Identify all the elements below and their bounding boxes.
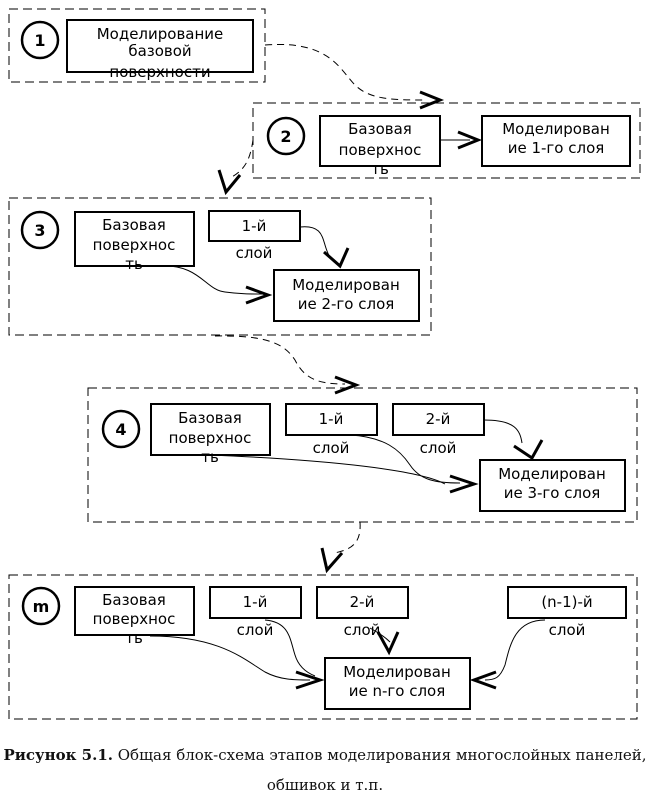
stage-3-frame: [8, 197, 432, 336]
stage-4-base-box: [150, 403, 271, 456]
arrow-m-layer1-to-model: [264, 619, 316, 677]
stage-m-model-text: ие n-го слоя: [349, 682, 446, 700]
arrow-3-base-to-model: [159, 265, 263, 295]
arrowhead-m-layer2: [376, 631, 400, 656]
stage-1-base-text: Моделирование: [97, 25, 224, 43]
stage-m-model-text: Моделирован: [343, 663, 451, 681]
stage-m-layer2-box: [316, 586, 409, 619]
stage-4-frame: [87, 387, 638, 523]
stage-2-model-box: [481, 115, 631, 167]
stage-m-layer2-label: слой: [344, 621, 381, 639]
stage-m-model-box: [324, 657, 471, 710]
stage-4-layer2-text: 2-й: [426, 410, 451, 428]
stage-2-number: 2: [280, 127, 291, 146]
stage-3-number-circle: [20, 210, 60, 250]
stage-2-base-box: [319, 115, 441, 167]
stage-3-base-box: [74, 211, 195, 267]
connector-1-to-2: [264, 43, 426, 101]
stage-3-layer1-label: слой: [236, 244, 273, 262]
stage-m-number: m: [33, 597, 50, 616]
stage-m-number-circle: [21, 586, 61, 626]
stage-2-number-circle: [266, 116, 306, 156]
stage-2-base-text: поверхнос: [339, 141, 422, 159]
figure-caption-text: Общая блок-схема этапов моделирования мн…: [112, 746, 647, 764]
stage-4-number: 4: [115, 420, 126, 439]
arrowhead-3-to-4: [334, 375, 361, 395]
arrow-m-layern1-to-model: [484, 619, 546, 681]
stage-1-base-box: [66, 19, 254, 73]
stage-4-layer1-label: слой: [313, 439, 350, 457]
arrow-4-layer2-to-model: [483, 419, 523, 444]
connector-4-to-m: [334, 521, 361, 554]
stage-3-model-text: ие 2-го слоя: [298, 295, 395, 313]
stage-1-base-text: базовой: [128, 42, 191, 60]
stage-4-layer2-label: слой: [420, 439, 457, 457]
stage-4-base-text: Базовая: [178, 409, 242, 427]
stage-m-base-text: ть: [125, 629, 143, 647]
stage-4-layer2-box: [392, 403, 485, 436]
stage-3-model-text: Моделирован: [292, 276, 400, 294]
stage-m-base-box: [74, 586, 195, 636]
stage-2-base-text: Базовая: [348, 120, 412, 138]
arrowhead-1-to-2: [419, 90, 445, 110]
figure-caption-label: Рисунок 5.1.: [3, 746, 113, 764]
arrowhead-m-base: [295, 670, 325, 690]
arrowhead-3-layer1: [323, 247, 350, 269]
stage-3-number: 3: [34, 221, 45, 240]
arrowhead-4-to-m: [320, 547, 344, 574]
stage-m-layer1-label: слой: [237, 621, 274, 639]
figure-caption-line2: обшивок и т.п.: [266, 776, 384, 794]
arrowhead-2-internal: [457, 130, 483, 150]
flow-diagram: 1 2 3 4 m Моделирование базовой поверхно…: [8, 8, 641, 720]
stage-2-model-text: ие 1-го слоя: [508, 139, 605, 157]
stage-4-model-text: ие 3-го слоя: [504, 484, 601, 502]
figure-caption: Рисунок 5.1. Общая блок-схема этапов мод…: [0, 746, 650, 764]
arrow-m-base-to-model: [149, 635, 311, 681]
stage-2-model-text: Моделирован: [502, 120, 610, 138]
stage-m-base-text: поверхнос: [93, 610, 176, 628]
stage-4-layer1-text: 1-й: [319, 410, 344, 428]
stage-4-layer1-box: [285, 403, 378, 436]
connector-3-to-4: [214, 335, 346, 385]
stage-1-frame: [8, 8, 266, 83]
stage-4-model-box: [479, 459, 626, 512]
stage-m-layer1-box: [209, 586, 302, 619]
arrowhead-m-layern1: [469, 670, 497, 690]
stage-4-model-text: Моделирован: [498, 465, 606, 483]
stage-m-frame: [8, 574, 638, 720]
stage-1-base-text: поверхности: [109, 63, 210, 81]
stage-3-model-box: [273, 269, 420, 322]
stage-4-base-text: ть: [201, 448, 219, 466]
stage-3-layer1-box: [208, 210, 301, 242]
stage-3-base-text: Базовая: [102, 216, 166, 234]
stage-m-base-text: Базовая: [102, 591, 166, 609]
stage-1-number: 1: [34, 31, 45, 50]
arrowhead-3-base: [245, 285, 273, 305]
stage-3-layer1-text: 1-й: [242, 217, 267, 235]
stage-4-number-circle: [101, 409, 141, 449]
arrowhead-4-layer2: [513, 439, 544, 461]
stage-2-base-text: ть: [371, 160, 389, 178]
stage-4-base-text: поверхнос: [169, 429, 252, 447]
stage-m-layern1-box: [507, 586, 627, 619]
arrow-4-base-to-model: [209, 454, 446, 485]
stage-1-number-circle: [20, 20, 60, 60]
arrowhead-4-model: [449, 474, 479, 494]
arrowhead-2-to-3: [217, 169, 242, 196]
stage-m-layer2-text: 2-й: [350, 593, 375, 611]
connector-2-to-3: [229, 139, 254, 179]
stage-3-base-text: ть: [125, 255, 143, 273]
stage-m-layern1-text: (n-1)-й: [541, 593, 592, 611]
stage-m-layern1-label: слой: [549, 621, 586, 639]
stage-m-layer1-text: 1-й: [243, 593, 268, 611]
stage-3-base-text: поверхнос: [93, 236, 176, 254]
